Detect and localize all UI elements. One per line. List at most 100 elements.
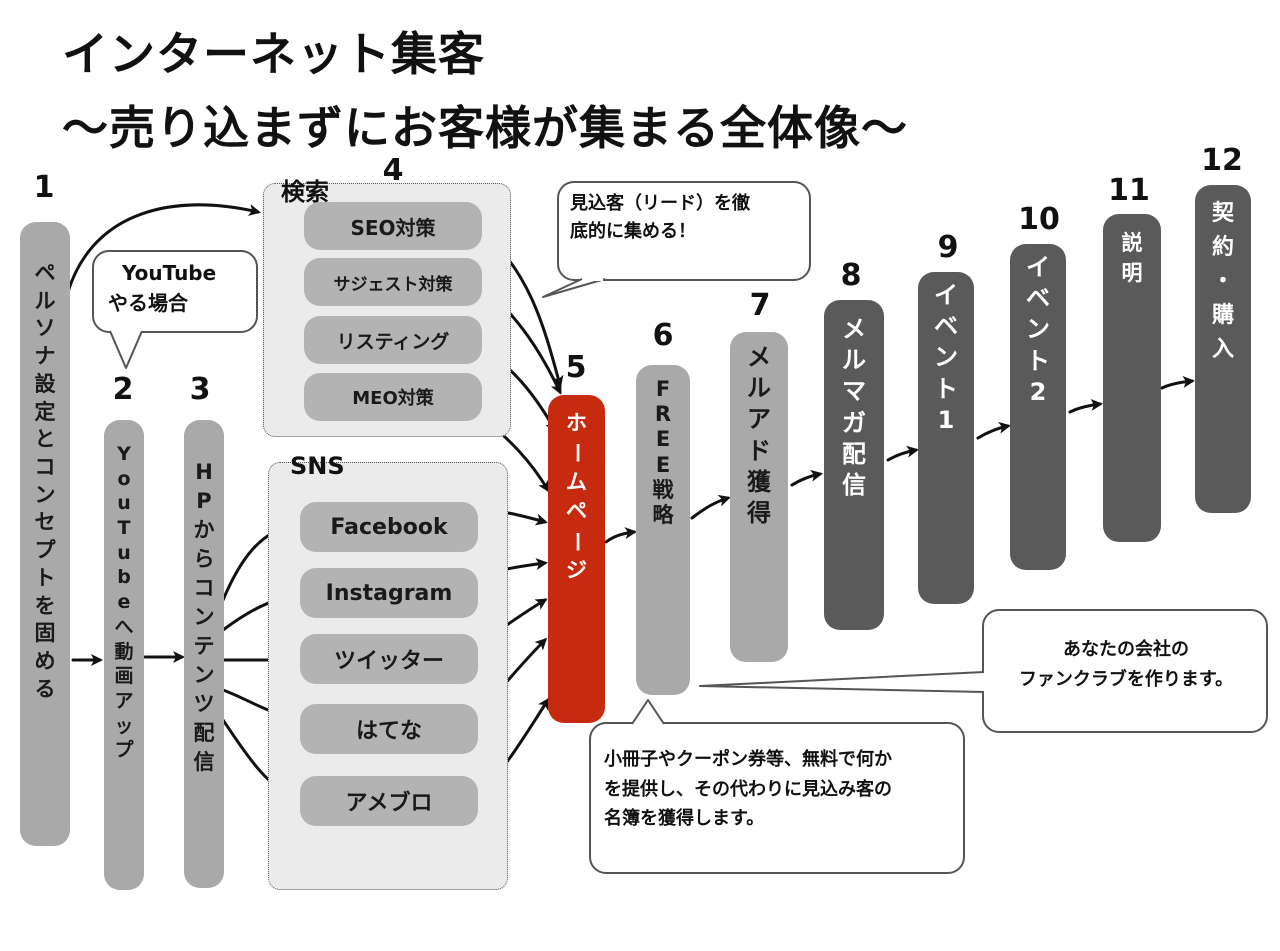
step-8-newsletter-char: ガ [842,408,866,437]
step-9-event-1-char: イ [934,281,958,309]
step-1-persona-char: 固 [34,621,56,646]
step-5-homepage-char: ペ [566,499,587,524]
search-item-meo: MEO対策 [304,373,482,421]
step-2-youtube-char: プ [114,739,134,762]
step-10-event-2-char: イ [1026,253,1050,281]
step-1-persona-char: 定 [34,399,56,424]
step-7-email-capture-char: 得 [747,498,771,527]
callout-free-line2: を提供し、その代わりに見込み客の [604,778,892,800]
arrow-1-to-search [66,203,261,294]
step-8-newsletter-char: 配 [842,439,866,468]
step-3-hp-content-char: ら [193,546,215,571]
step-1-persona-char: ン [34,482,56,507]
step-1-persona-char: ペ [34,261,56,285]
step-6-free-strategy-char: E [655,427,671,452]
step-1-persona-char: 設 [34,371,56,396]
step-number-5: 5 [565,350,587,385]
step-6-free-strategy-char: 略 [652,502,674,527]
step-9-event-1-char: ト [934,374,958,403]
step-1-persona-char: ト [34,565,56,590]
step-3-hp-content-char: H [195,460,213,484]
arrow-8-to-9 [886,445,919,462]
sns-item-instagram: Instagram [300,568,478,618]
sns-group-label: SNS [290,452,345,480]
step-3-hp-content-char: P [196,488,212,513]
arrow-6-to-7 [690,494,731,520]
callout-free-line3: 名簿を獲得します。 [604,808,765,830]
search-item-suggest: サジェスト対策 [304,258,482,306]
step-7-email-capture-char: 獲 [747,467,771,496]
callout-free-line1: 小冊子やクーポン券等、無料で何か [604,749,892,770]
step-2-youtube-char: 動 [114,640,134,663]
step-1-persona-char: ナ [34,344,56,369]
step-1-persona-char: め [34,649,56,674]
sns-item-facebook: Facebook [300,502,478,552]
step-8-newsletter-char: メ [842,315,866,343]
step-9-event-1-char: ン [934,343,958,372]
step-3-hp-content-char: コ [193,575,215,600]
callout-youtube-bubble [92,250,258,333]
callout-youtube-line1: YouTube [122,261,217,285]
step-8-newsletter-char: ル [842,346,866,375]
callout-leads: 見込客（リード）を徹 底的に集める！ [570,190,750,246]
step-8-newsletter-char: 信 [842,470,866,499]
callout-fanclub-bubble [982,609,1268,733]
step-2-youtube-char: ッ [114,714,134,737]
arrow-11-to-12 [1160,375,1195,390]
step-1-persona-char: ル [34,288,56,313]
step-7-email-capture-char: ル [747,374,771,403]
step-3-hp-content-char: ン [193,604,215,629]
step-1-persona-char: コ [34,455,56,480]
step-6-free-strategy-char: 戦 [652,477,674,502]
step-2-youtube-char: Y [117,443,131,465]
step-number-7: 7 [749,288,771,323]
callout-fanclub-line2: ファンクラブを作ります。 [1018,668,1234,690]
step-5-homepage-char: ー [565,530,590,552]
step-12-contract-char: ・ [1211,269,1234,295]
step-12-contract-char: 約 [1211,235,1234,261]
step-1-persona: ペルソナ設定とコンセプトを固める [20,222,70,846]
step-2-youtube-char: b [117,566,131,589]
arrow-7-to-8 [790,469,823,487]
sns-item-hatena: はてな [300,704,478,754]
callout-free-bubble [589,722,965,874]
step-1-persona-char: セ [34,510,56,535]
step-3-hp-content-char: 配 [193,720,215,745]
step-5-homepage-char: ム [566,469,587,494]
step-7-email-capture: メルアド獲得 [730,332,788,662]
step-11-explanation-char: 説 [1121,231,1143,255]
step-7-email-capture-char: ア [747,405,771,434]
step-number-1: 1 [33,170,55,205]
step-3-hp-content-char: ン [193,662,215,687]
step-5-homepage: ホームページ [548,395,605,723]
step-9-event-1-char: 1 [937,405,955,434]
step-number-8: 8 [840,258,862,293]
step-2-youtube-char: 画 [114,665,134,688]
step-2-youtube-char: へ [114,615,134,638]
step-number-2: 2 [112,372,134,407]
sns-item-twitter: ツイッター [300,634,478,684]
callout-fanclub-line1: あなたの会社の [1063,639,1189,660]
step-8-newsletter: メルマガ配信 [824,300,884,630]
step-2-youtube-char: o [117,467,131,490]
page-title: インターネット集客 [62,27,485,81]
step-1-persona-char: と [34,427,56,452]
step-2-youtube-char: e [117,591,131,614]
step-10-event-2-char: ト [1026,346,1050,375]
sns-item-ameblo: アメブロ [300,776,478,826]
step-11-explanation: 説明 [1103,214,1161,542]
callout-leads-line1: 見込客（リード）を徹 [570,193,750,214]
step-number-11: 11 [1108,173,1150,208]
step-6-free-strategy-char: R [654,402,672,427]
step-12-contract-char: 入 [1211,337,1234,363]
search-group-label: 検索 [281,178,329,206]
callout-free: 小冊子やクーポン券等、無料で何か を提供し、その代わりに見込み客の 名簿を獲得し… [604,745,892,834]
step-1-persona-char: ソ [34,316,56,341]
step-3-hp-content-char: ツ [193,691,215,716]
search-item-seo: SEO対策 [304,202,482,250]
